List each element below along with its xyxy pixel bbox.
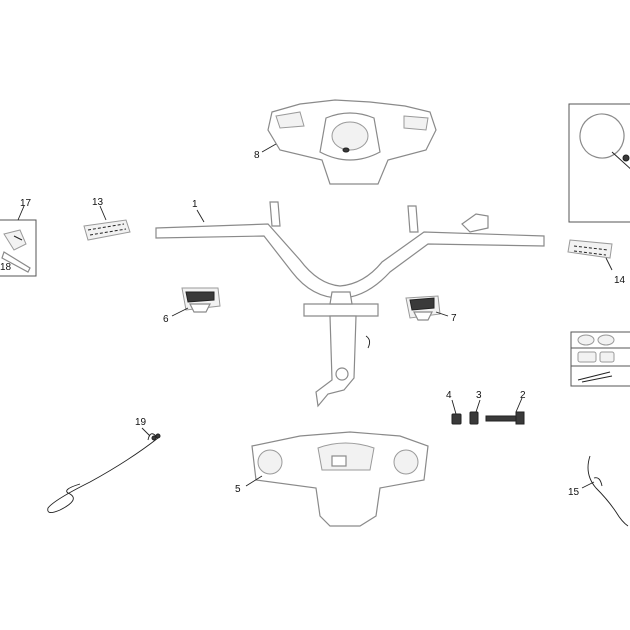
callout-4: 4 <box>446 390 452 401</box>
part-15-cable[interactable] <box>587 455 629 527</box>
callout-7: 7 <box>451 313 457 324</box>
callout-15: 15 <box>568 487 580 498</box>
callout-18: 18 <box>0 262 12 273</box>
part-4-nut[interactable] <box>451 413 462 425</box>
part-8-upper-handlebar-cover[interactable] <box>267 99 437 185</box>
callout-5: 5 <box>235 484 241 495</box>
callout-1: 1 <box>192 199 198 210</box>
callout-13: 13 <box>92 197 104 208</box>
callout-3: 3 <box>476 390 482 401</box>
callout-17: 17 <box>20 198 32 209</box>
part-6-left-switch[interactable] <box>181 287 221 313</box>
part-3-washer[interactable] <box>469 411 479 425</box>
part-14-right-grip[interactable] <box>567 239 613 259</box>
callout-19: 19 <box>135 417 147 428</box>
callout-2: 2 <box>520 390 526 401</box>
mirror-assembly[interactable] <box>568 103 630 223</box>
part-7-right-switch[interactable] <box>405 295 441 321</box>
part-17-18-lever-assembly[interactable] <box>0 219 37 277</box>
part-13-left-grip[interactable] <box>83 219 131 241</box>
part-5-lower-handlebar-cover[interactable] <box>251 431 429 527</box>
part-19-cable[interactable] <box>47 433 161 513</box>
part-2-bolt[interactable] <box>485 411 525 425</box>
part-1-handlebar[interactable] <box>155 201 545 408</box>
switch-component-set[interactable] <box>570 331 630 387</box>
callout-6: 6 <box>163 314 169 325</box>
callout-8: 8 <box>254 150 260 161</box>
callout-14: 14 <box>614 275 626 286</box>
